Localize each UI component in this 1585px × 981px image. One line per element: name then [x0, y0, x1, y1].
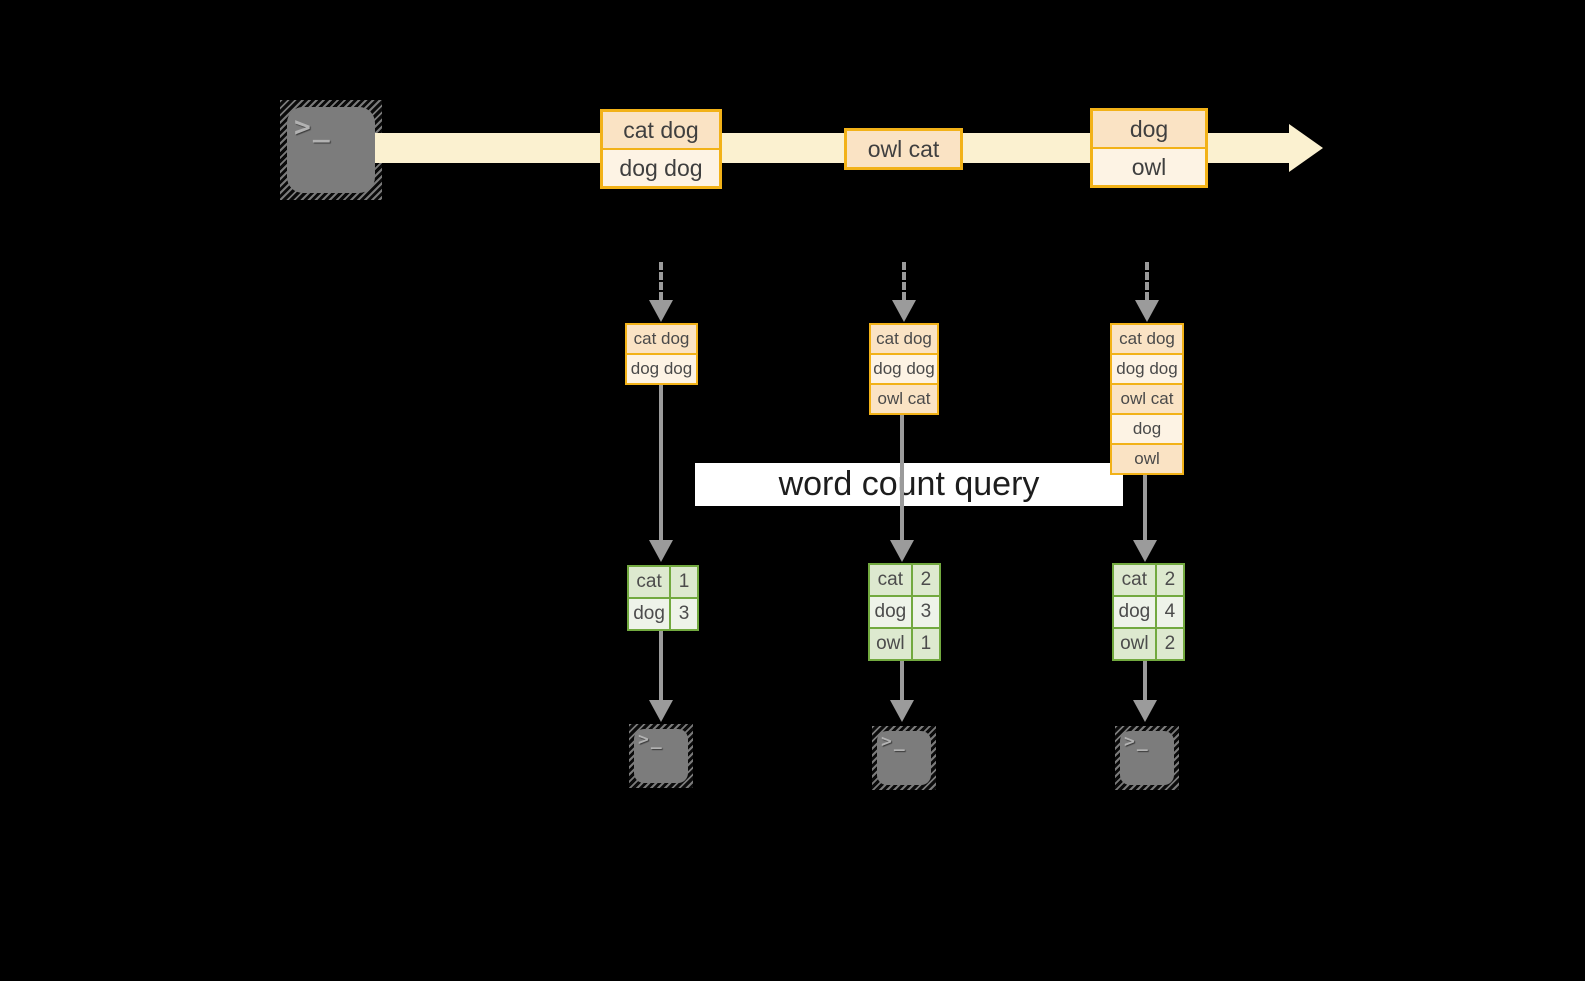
log-line: cat dog — [627, 325, 696, 353]
terminal-body — [1120, 731, 1174, 785]
sink-terminal-icon: >_ — [872, 726, 936, 790]
word-cell: dog — [1118, 601, 1151, 622]
ingest-arrow-line — [1145, 262, 1149, 300]
ingest-arrow-line — [902, 262, 906, 300]
sink-terminal-icon: >_ — [1115, 726, 1179, 790]
word-cell: cat — [877, 569, 904, 590]
count-cell: 2 — [1164, 569, 1176, 590]
micro-batch-stack-3: cat dog dog dog owl cat dog owl — [1110, 323, 1184, 475]
terminal-body — [287, 107, 375, 193]
process-arrow-line — [1143, 475, 1147, 540]
log-line: dog dog — [871, 353, 937, 383]
ingest-arrowhead — [892, 300, 916, 322]
log-line: owl cat — [1112, 383, 1182, 413]
ingest-arrowhead — [1135, 300, 1159, 322]
query-label: word count query — [778, 465, 1040, 503]
terminal-body — [877, 731, 931, 785]
batch-line: owl cat — [847, 131, 960, 167]
table-row: cat 1 — [629, 567, 697, 597]
count-cell: 4 — [1164, 601, 1176, 622]
output-arrow-line — [1143, 661, 1147, 700]
terminal-body — [634, 729, 688, 783]
word-count-table-1: cat 1 dog 3 — [627, 565, 699, 631]
word-cell: owl — [1120, 633, 1149, 654]
word-cell: owl — [876, 633, 905, 654]
count-cell: 3 — [920, 601, 932, 622]
word-cell: cat — [1121, 569, 1148, 590]
log-line: cat dog — [871, 325, 937, 353]
column-divider — [910, 629, 913, 659]
count-cell: 1 — [920, 633, 932, 654]
process-arrow-line — [659, 385, 663, 540]
word-count-table-2: cat 2 dog 3 owl 1 — [868, 563, 941, 661]
log-line: owl — [1112, 443, 1182, 473]
stream-batch-1: cat dog dog dog — [600, 109, 722, 189]
word-cell: cat — [636, 571, 662, 592]
stream-batch-3: dog owl — [1090, 108, 1208, 188]
log-line: owl cat — [871, 383, 937, 413]
terminal-prompt-glyph: >_ — [638, 729, 664, 750]
batch-line: cat dog — [603, 112, 719, 148]
table-row: cat 2 — [1114, 565, 1183, 595]
log-line: cat dog — [1112, 325, 1182, 353]
batch-line: owl — [1093, 147, 1205, 185]
word-count-table-3: cat 2 dog 4 owl 2 — [1112, 563, 1185, 661]
terminal-prompt-glyph: >_ — [294, 110, 332, 143]
column-divider — [910, 565, 913, 595]
terminal-prompt-glyph: >_ — [881, 731, 907, 752]
process-arrowhead — [890, 540, 914, 562]
process-arrow-line — [900, 415, 904, 540]
word-cell: dog — [874, 601, 907, 622]
micro-batch-stack-1: cat dog dog dog — [625, 323, 698, 385]
count-cell: 3 — [678, 603, 690, 624]
ingest-arrow-line — [659, 262, 663, 300]
output-arrow-line — [900, 661, 904, 700]
terminal-prompt-glyph: >_ — [1124, 731, 1150, 752]
table-row: owl 2 — [1114, 627, 1183, 659]
count-cell: 2 — [1164, 633, 1176, 654]
query-banner: word count query — [695, 463, 1123, 506]
process-arrowhead — [649, 540, 673, 562]
log-line: dog dog — [1112, 353, 1182, 383]
process-arrowhead — [1133, 540, 1157, 562]
column-divider — [1154, 629, 1157, 659]
batch-line: dog — [1093, 111, 1205, 147]
count-cell: 1 — [678, 571, 690, 592]
log-line: dog dog — [627, 353, 696, 383]
stream-batch-2: owl cat — [844, 128, 963, 170]
stream-arrowhead — [1289, 124, 1323, 172]
column-divider — [669, 599, 672, 629]
count-cell: 2 — [920, 569, 932, 590]
table-row: cat 2 — [870, 565, 939, 595]
column-divider — [669, 567, 672, 597]
output-arrowhead — [1133, 700, 1157, 722]
ingest-arrowhead — [649, 300, 673, 322]
output-arrow-line — [659, 631, 663, 700]
sink-terminal-icon: >_ — [629, 724, 693, 788]
column-divider — [910, 597, 913, 627]
column-divider — [1154, 565, 1157, 595]
batch-line: dog dog — [603, 148, 719, 186]
table-row: owl 1 — [870, 627, 939, 659]
output-arrowhead — [890, 700, 914, 722]
table-row: dog 3 — [629, 597, 697, 629]
log-line: dog — [1112, 413, 1182, 443]
word-cell: dog — [633, 603, 665, 624]
table-row: dog 3 — [870, 595, 939, 627]
micro-batch-stack-2: cat dog dog dog owl cat — [869, 323, 939, 415]
table-row: dog 4 — [1114, 595, 1183, 627]
column-divider — [1154, 597, 1157, 627]
source-terminal-icon: >_ — [280, 100, 382, 200]
output-arrowhead — [649, 700, 673, 722]
